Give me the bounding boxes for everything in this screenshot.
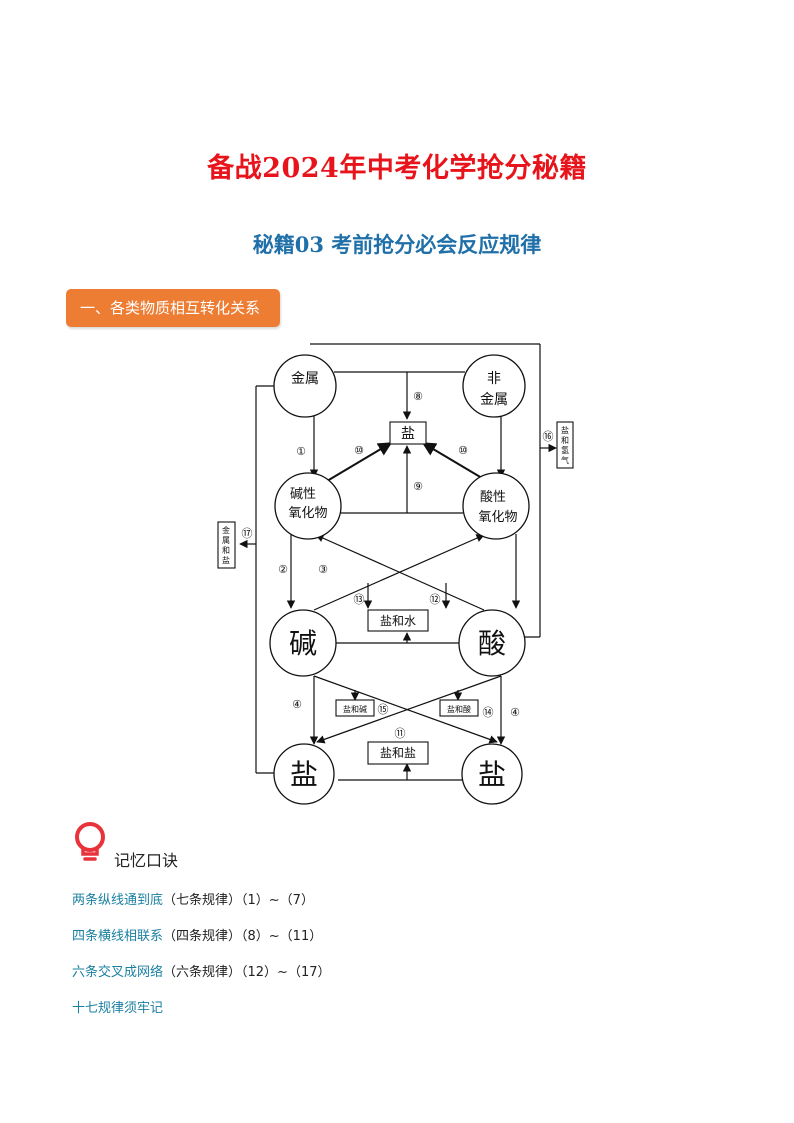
arrow-10-left (321, 442, 393, 485)
marker-9: ⑨ (413, 480, 423, 493)
memo-title: 记忆口诀 (114, 851, 179, 870)
node-basic-oxide-circle (274, 472, 342, 540)
marker-8: ⑧ (413, 390, 423, 403)
box-salt-top-label: 盐 (401, 426, 415, 442)
box-salt-base-label: 盐和碱 (343, 704, 367, 714)
rule-detail: （六条规律）（12）~（17） (163, 965, 331, 980)
node-acidic-oxide-label-2: 氧化物 (478, 510, 517, 525)
marker-11: ⑪ (395, 727, 406, 740)
lightbulb-icon (75, 822, 105, 861)
box-salt-salt (367, 741, 429, 765)
box-metal-salt (217, 521, 236, 569)
page-subtitle: 秘籍03 考前抢分必会反应规律 (252, 232, 542, 257)
marker-13: ⑬ (354, 593, 365, 606)
node-acidic-oxide-circle (462, 472, 530, 540)
marker-12: ⑫ (430, 593, 441, 606)
node-acid-circle (458, 609, 526, 677)
box-salt-water-label: 盐和水 (380, 614, 416, 628)
node-acid-label: 酸 (478, 627, 506, 660)
box-metal-salt-char: 和 (222, 546, 230, 555)
arrow-15-cross (313, 675, 498, 744)
rule-detail: （四条规律）（8）~（11） (163, 929, 323, 944)
box-salt-water (367, 609, 429, 632)
marker-15: ⑮ (378, 703, 389, 716)
box-salt-hydrogen (556, 421, 574, 469)
rule-accent: 四条横线相联系 (72, 929, 164, 944)
node-acidic-oxide-label-1: 酸性 (480, 490, 506, 505)
page-title: 备战2024年中考化学抢分秘籍 (207, 153, 587, 184)
node-basic-oxide-label-2: 氧化物 (288, 506, 327, 521)
node-nonmetal-circle (462, 354, 526, 418)
node-salt-left-circle (273, 743, 335, 805)
box-salt-acid-label: 盐和酸 (447, 704, 471, 714)
box-salt-hydrogen-char: 氢 (561, 445, 569, 455)
arrow-14-cross (316, 675, 502, 744)
rule-accent: 十七规律须牢记 (72, 1001, 164, 1016)
node-metal-label: 金属 (291, 371, 319, 387)
box-salt-hydrogen-char: 盐 (561, 425, 569, 435)
box-metal-salt-char: 盐 (222, 555, 230, 565)
node-nonmetal-label-1: 非 (487, 371, 501, 387)
box-salt-acid (439, 699, 479, 717)
node-salt-left-label: 盐 (290, 758, 318, 791)
box-salt-top (389, 421, 427, 445)
marker-3: ③ (318, 563, 328, 576)
marker-14: ⑭ (483, 706, 494, 719)
marker-16: ⑯ (543, 430, 554, 443)
marker-4-left: ④ (292, 698, 302, 711)
rule-line: 六条交叉成网络（六条规律）（12）~（17） (72, 961, 331, 980)
box-salt-hydrogen-char: 和 (561, 436, 569, 445)
rule-accent: 六条交叉成网络 (72, 965, 164, 980)
marker-4-right: ④ (510, 706, 520, 719)
rule-accent: 两条纵线通到底 (72, 893, 164, 908)
marker-2: ② (278, 563, 288, 576)
node-basic-oxide-label-1: 碱性 (290, 487, 316, 502)
marker-1-left: ① (296, 445, 306, 458)
rule-line: 两条纵线通到底（七条规律）（1）~（7） (72, 889, 314, 908)
rule-line: 十七规律须牢记 (72, 997, 163, 1016)
rule-detail: （七条规律）（1）~（7） (163, 893, 314, 908)
node-base-label: 碱 (289, 627, 317, 660)
node-salt-right-circle (461, 743, 523, 805)
box-salt-salt-label: 盐和盐 (380, 746, 416, 760)
rule-line: 四条横线相联系（四条规律）（8）~（11） (72, 925, 322, 944)
node-nonmetal-label-2: 金属 (480, 392, 508, 408)
marker-17: ⑰ (242, 527, 253, 540)
box-metal-salt-char: 金 (222, 525, 230, 535)
arrow-3-acid-to-basic (315, 534, 485, 611)
marker-10-right: ⑩ (458, 444, 468, 457)
box-metal-salt-char: 属 (222, 536, 230, 545)
node-metal-circle (273, 354, 337, 418)
box-salt-base (335, 699, 375, 717)
node-base-circle (269, 609, 337, 677)
box-salt-hydrogen-char: 气 (561, 455, 569, 465)
marker-10-left: ⑩ (354, 444, 364, 457)
node-salt-right-label: 盐 (478, 758, 506, 791)
section-banner: 一、各类物质相互转化关系 (66, 289, 280, 327)
